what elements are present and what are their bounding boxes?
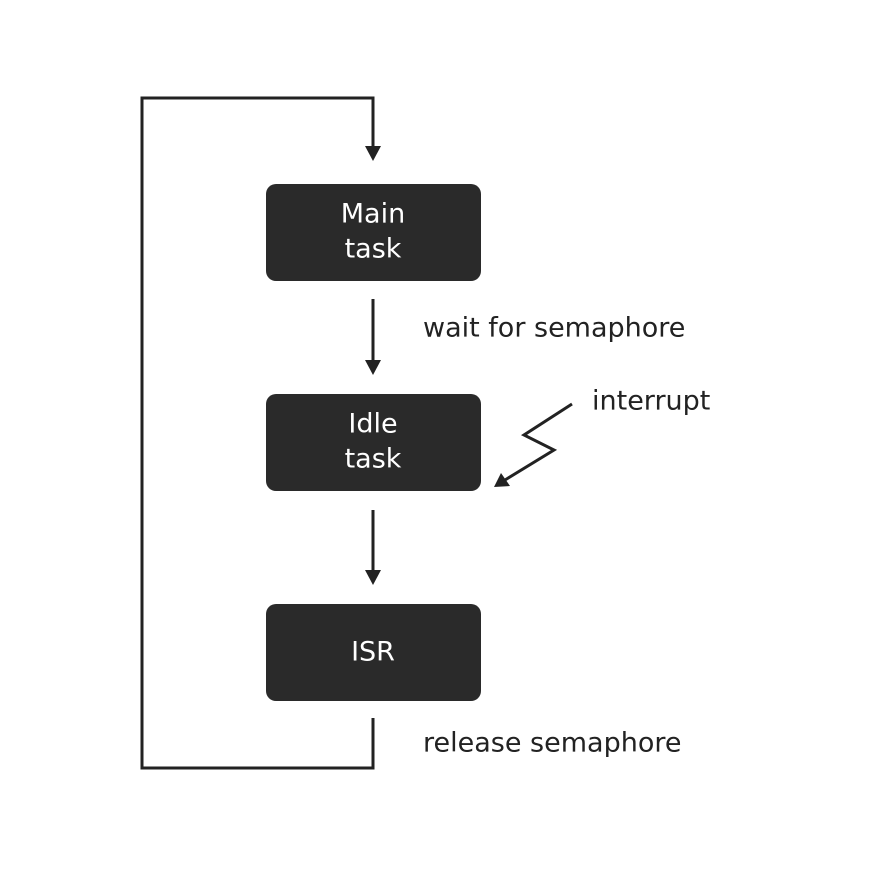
idle-task-label-line2: task bbox=[345, 444, 402, 475]
idle-task-label-line1: Idle bbox=[348, 409, 397, 440]
edge-idle-to-isr bbox=[365, 510, 381, 585]
interrupt-zigzag-line bbox=[504, 402, 573, 482]
wait-for-semaphore-label: wait for semaphore bbox=[423, 313, 685, 344]
node-idle-task: Idle task bbox=[266, 394, 481, 491]
main-task-label-line2: task bbox=[345, 234, 402, 265]
idle-task-box bbox=[266, 394, 481, 491]
main-to-idle-arrowhead bbox=[365, 360, 381, 375]
isr-label: ISR bbox=[351, 637, 395, 668]
interrupt-arrowhead bbox=[494, 473, 510, 487]
node-isr: ISR bbox=[266, 604, 481, 701]
idle-to-isr-arrowhead bbox=[365, 570, 381, 585]
main-task-box bbox=[266, 184, 481, 281]
main-task-label-line1: Main bbox=[341, 199, 405, 230]
loop-arrowhead bbox=[365, 146, 381, 161]
isr-loop-edge bbox=[140, 96, 381, 770]
isr-box bbox=[266, 604, 481, 701]
loop-line bbox=[140, 96, 375, 770]
node-main-task: Main task bbox=[266, 184, 481, 281]
interrupt-label: interrupt bbox=[592, 386, 710, 417]
edge-main-to-idle bbox=[365, 299, 381, 375]
interrupt-edge bbox=[494, 402, 573, 487]
release-semaphore-label: release semaphore bbox=[423, 728, 681, 759]
